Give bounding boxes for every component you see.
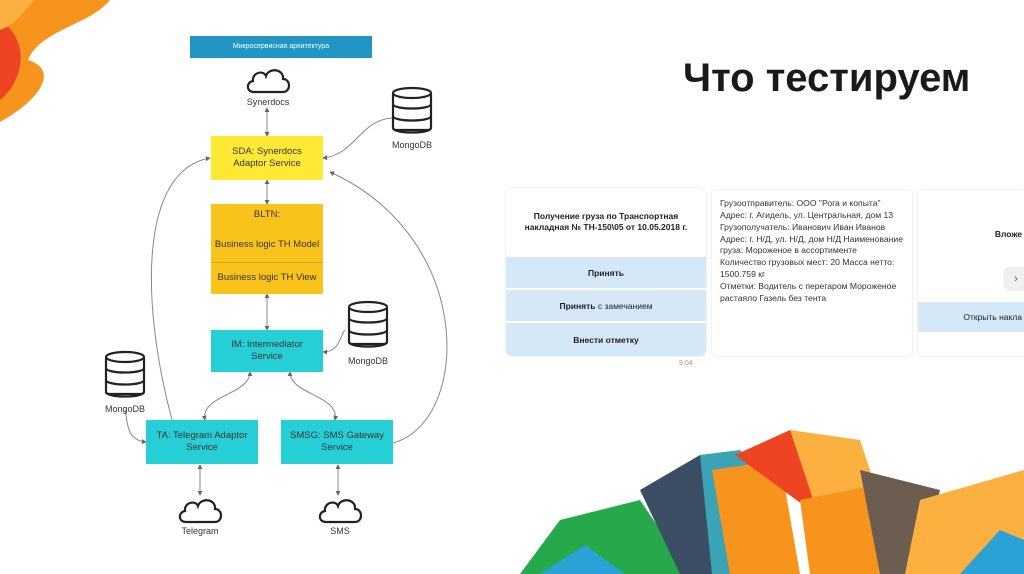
accept-with-remark-bold: Принять	[559, 300, 596, 311]
sda-node: SDA: Synerdocs Adaptor Service	[211, 136, 323, 180]
sms-label: SMS	[330, 526, 350, 536]
database-icon	[104, 350, 146, 398]
page-title: Что тестируем	[683, 56, 971, 100]
shipment-notes-text: Отметки: Водитель с перегаром Мороженое …	[720, 281, 897, 303]
gear-shape-blue	[540, 545, 625, 574]
gear-shape-green	[520, 500, 690, 574]
message-card: Получение груза по Транспортная накладна…	[506, 188, 706, 356]
edge-ta-mongodb	[124, 409, 147, 445]
bltn-separator	[211, 262, 323, 263]
corner-shape-orange	[0, 0, 110, 122]
bltn-node: BLTN: Business logic TH Model Business l…	[211, 204, 323, 294]
mongodb-ta-label: MongoDB	[104, 404, 146, 414]
edge-im-smsg	[287, 371, 339, 421]
chevron-right-icon: ›	[1014, 273, 1018, 285]
bltn-view: Business logic TH View	[217, 271, 317, 283]
edge-im-mongodb	[322, 329, 346, 355]
gear-shape-orange	[712, 460, 800, 574]
card-title: Получение груза по Транспортная накладна…	[524, 210, 688, 232]
database-icon	[347, 300, 389, 348]
edge-smsg-sda	[329, 171, 448, 445]
diagram-header: Микросервисная архитектура	[190, 36, 372, 58]
bltn-model: Business logic TH Model	[214, 238, 320, 250]
message-timestamp: 9:04	[679, 360, 693, 367]
corner-shape-yellow	[0, 0, 35, 30]
bltn-title: BLTN:	[253, 208, 281, 220]
synerdocs-label: Synerdocs	[246, 97, 290, 107]
cloud-icon	[178, 499, 223, 524]
edge-sda-mongodb	[322, 117, 393, 161]
accept-with-remark-light: с замечанием	[597, 300, 653, 311]
ta-node: TA: Telegram Adaptor Service	[146, 420, 258, 464]
shipment-info-text: Грузоотправитель: ООО "Рога и копыта" Ад…	[720, 198, 903, 280]
mongodb-sda-label: MongoDB	[391, 140, 433, 150]
carousel-next-button[interactable]: ›	[1005, 268, 1024, 290]
accept-button[interactable]: Принять	[506, 256, 706, 288]
attachment-card-title: Вложе	[994, 229, 1022, 239]
edge-ta-sda	[150, 156, 211, 421]
mongodb-im-label: MongoDB	[347, 356, 389, 366]
gear-shape-teal2	[960, 530, 1024, 574]
telegram-label: Telegram	[181, 526, 219, 536]
accept-with-remark-button[interactable]: Принять с замечанием	[506, 289, 706, 321]
add-note-button[interactable]: Внести отметку	[506, 322, 706, 356]
edge-im-ta	[201, 371, 253, 421]
shipment-info-panel: Грузоотправитель: ООО "Рога и копыта" Ад…	[712, 190, 912, 356]
open-waybill-button[interactable]: Открыть накла	[918, 302, 1024, 332]
smsg-node: SMSG: SMS Gateway Service	[281, 420, 393, 464]
cloud-icon	[246, 69, 291, 94]
im-node: IM: Intermediator Service	[211, 330, 323, 372]
database-icon	[391, 86, 433, 134]
cloud-icon	[318, 499, 363, 524]
